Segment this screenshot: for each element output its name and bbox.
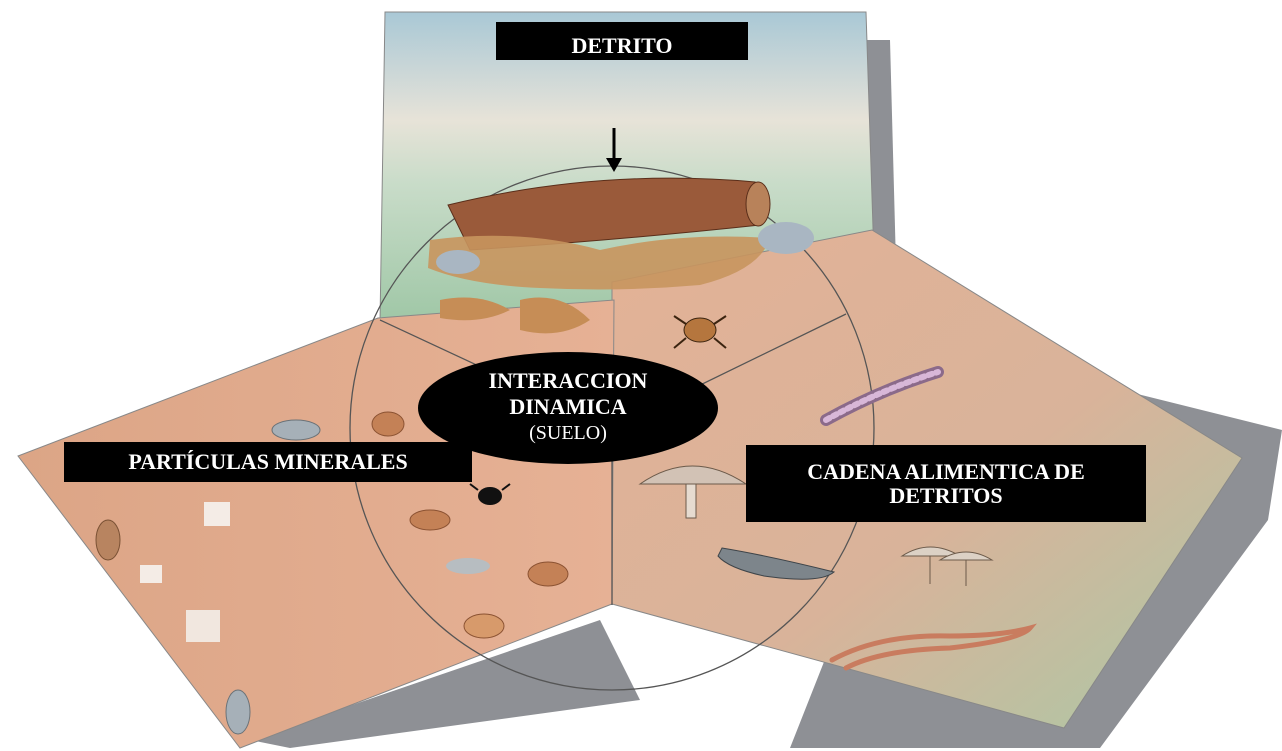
mineral-particles-illustration — [95, 411, 569, 735]
decaying-log-illustration — [428, 177, 814, 334]
food-chain-organisms-illustration — [638, 366, 1037, 671]
center-line-3: (SUELO) — [529, 422, 607, 444]
earthworm-illustration — [829, 623, 1037, 671]
mineral-particles-label: PARTÍCULAS MINERALES — [64, 442, 472, 482]
down-arrow-icon — [606, 128, 622, 172]
center-line-2: DINAMICA — [509, 394, 627, 419]
food-chain-label: CADENA ALIMENTICA DE DETRITOS — [746, 445, 1146, 522]
small-mushrooms-illustration — [900, 546, 994, 586]
detrito-label: DETRITO — [496, 22, 748, 60]
beetle-illustration — [469, 483, 511, 505]
center-line-1: INTERACCION — [488, 368, 648, 393]
slug-illustration — [717, 547, 836, 580]
mite-illustration — [673, 315, 727, 349]
left-panel-shadow — [250, 620, 640, 748]
center-interaction-label: INTERACCION DINAMICA (SUELO) — [418, 352, 718, 464]
millipede-illustration — [820, 366, 944, 426]
mushroom-illustration — [638, 465, 748, 519]
